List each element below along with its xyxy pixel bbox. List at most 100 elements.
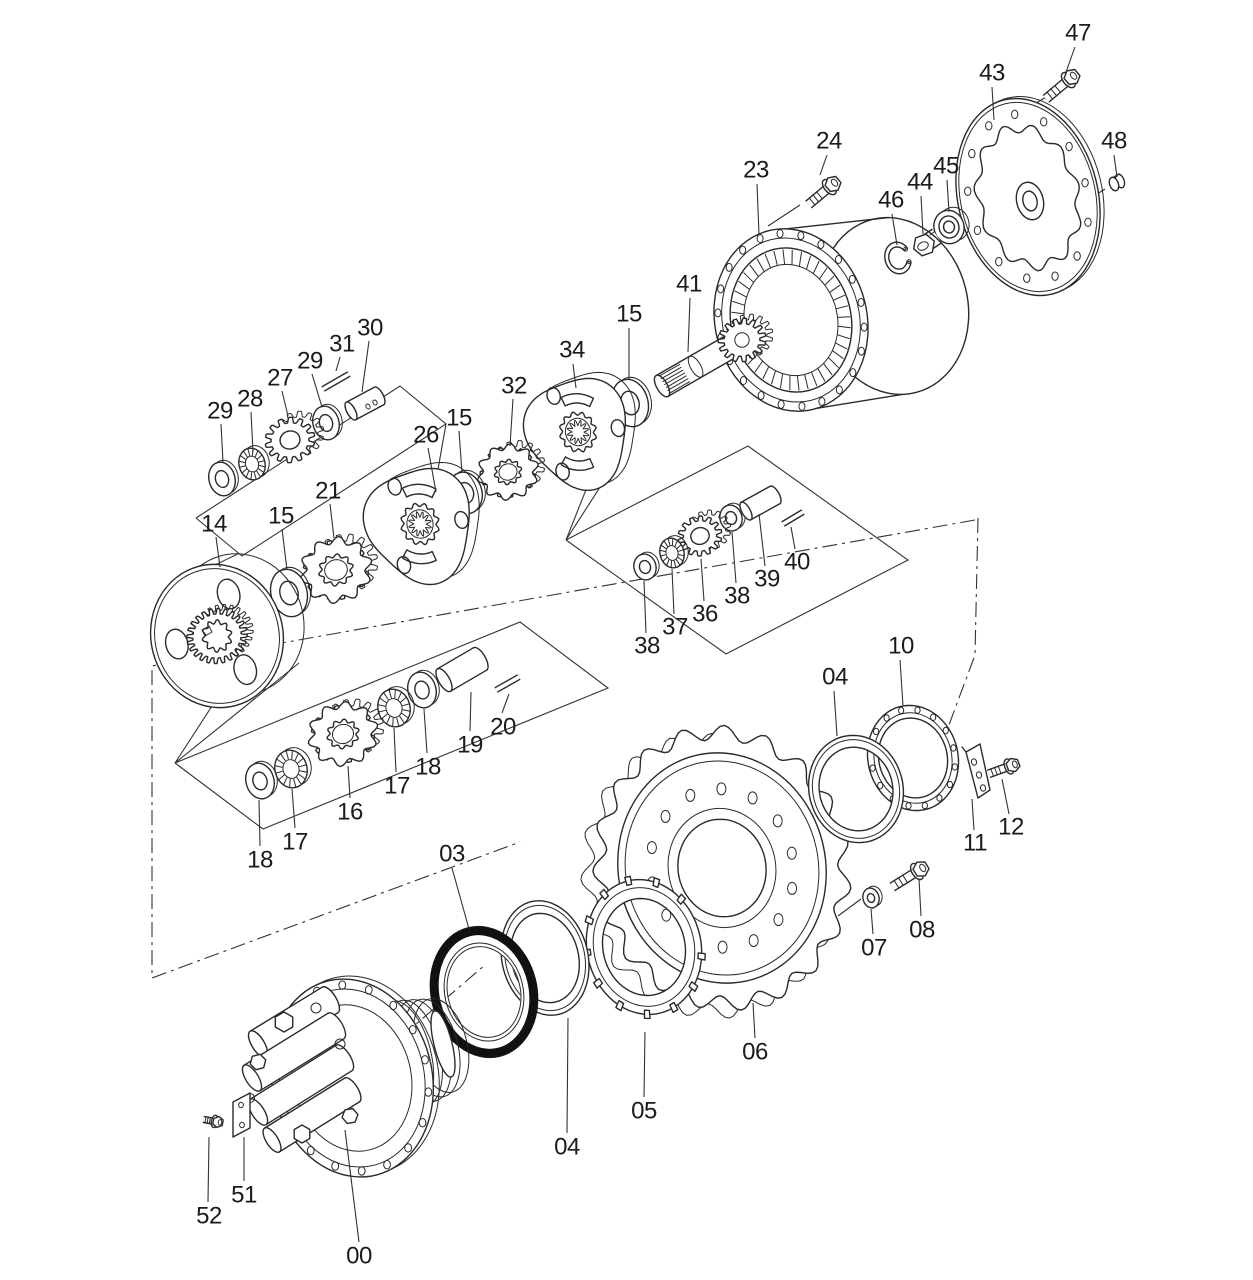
connector-08 xyxy=(837,898,862,917)
leader-line-34-10 xyxy=(572,363,577,389)
part-00-travel-motor-assembly xyxy=(241,975,470,1178)
part-38a-thrust-washer xyxy=(633,551,660,581)
axis-right xyxy=(942,517,979,742)
leader-line-20-39 xyxy=(501,693,510,714)
part-label-24: 24 xyxy=(816,128,842,155)
part-label-19: 19 xyxy=(457,732,483,759)
part-17a-needle-bearing xyxy=(274,747,312,789)
part-17b-needle-bearing xyxy=(377,686,415,728)
part-11-lock-plate xyxy=(961,743,991,799)
leader-line-45-6 xyxy=(946,179,950,213)
leader-line-07-41 xyxy=(870,908,874,935)
leader-line-03-40 xyxy=(451,867,470,930)
leader-line-44-5 xyxy=(920,195,924,235)
part-label-12: 12 xyxy=(998,814,1024,841)
leader-line-48-2 xyxy=(1113,154,1118,178)
leader-line-46-7 xyxy=(891,213,898,246)
leader-line-04-45 xyxy=(566,1017,569,1134)
axis-motor xyxy=(379,964,486,1056)
leader-line-15-21 xyxy=(281,528,288,571)
leader-line-24-3 xyxy=(819,154,828,176)
leader-line-30-11 xyxy=(361,340,370,393)
group-box-planet3 xyxy=(174,621,610,830)
part-label-26: 26 xyxy=(413,422,439,449)
connector-14b xyxy=(174,662,300,764)
part-46-snap-ring xyxy=(884,241,912,275)
leader-line-37-24 xyxy=(671,568,675,615)
leader-line-47-0 xyxy=(1065,46,1076,73)
part-39-planet-pin xyxy=(739,485,782,521)
part-label-18: 18 xyxy=(247,847,273,874)
part-label-28: 28 xyxy=(237,386,263,413)
part-label-05: 05 xyxy=(631,1098,657,1125)
leader-line-04-30 xyxy=(833,690,838,737)
part-label-08: 08 xyxy=(909,917,935,944)
leader-line-29-16 xyxy=(220,423,224,463)
part-label-39: 39 xyxy=(754,566,780,593)
part-label-45: 45 xyxy=(933,153,959,180)
part-15c-thrust-washer xyxy=(269,566,311,618)
leader-line-36-25 xyxy=(700,558,705,602)
leader-line-14-22 xyxy=(215,536,221,568)
leader-line-18-37 xyxy=(423,708,428,754)
part-label-29: 29 xyxy=(207,398,233,425)
part-label-15: 15 xyxy=(616,301,642,328)
part-20-lock-pin xyxy=(494,674,521,693)
part-label-32: 32 xyxy=(501,373,527,400)
part-label-30: 30 xyxy=(357,315,383,342)
leader-line-39-27 xyxy=(758,513,766,567)
leader-line-17-34 xyxy=(291,788,296,829)
part-label-34: 34 xyxy=(559,337,585,364)
part-label-37: 37 xyxy=(662,614,688,641)
part-34-planet-carrier-2 xyxy=(522,371,636,491)
part-label-51: 51 xyxy=(231,1182,257,1209)
part-40-lock-pin xyxy=(781,509,805,527)
leader-line-19-38 xyxy=(469,691,472,732)
leader-line-08-42 xyxy=(918,878,922,917)
part-label-44: 44 xyxy=(907,169,933,196)
leader-line-41-8 xyxy=(687,297,691,353)
part-48-plug xyxy=(1108,173,1126,192)
leader-line-40-28 xyxy=(790,526,796,550)
leader-line-43-1 xyxy=(991,86,995,121)
part-18a-thrust-washer xyxy=(244,760,278,800)
connector-24 xyxy=(767,204,801,227)
leader-line-26-19 xyxy=(427,447,437,493)
part-label-18: 18 xyxy=(415,754,441,781)
part-label-36: 36 xyxy=(692,601,718,628)
part-label-06: 06 xyxy=(742,1039,768,1066)
part-28-needle-bearing xyxy=(238,445,270,481)
part-label-04: 04 xyxy=(554,1134,580,1161)
part-label-03: 03 xyxy=(439,841,465,868)
part-31-lock-pin xyxy=(321,371,351,392)
part-51-name-plate xyxy=(232,1092,251,1138)
part-label-38: 38 xyxy=(724,583,750,610)
part-30-planet-pin xyxy=(344,386,386,421)
part-label-21: 21 xyxy=(315,478,341,505)
part-04a-seal-ring xyxy=(807,734,905,844)
part-36-planet-gear xyxy=(677,509,732,557)
part-14-carrier-ring-gear xyxy=(149,553,305,709)
part-label-20: 20 xyxy=(490,714,516,741)
part-label-43: 43 xyxy=(979,60,1005,87)
leader-line-12-32 xyxy=(1001,778,1010,815)
part-21-sun-gear-2 xyxy=(299,533,378,605)
leader-line-16-35 xyxy=(347,765,351,799)
leader-line-18-33 xyxy=(258,799,261,847)
part-43-rear-cover-plate xyxy=(955,96,1105,297)
part-label-41: 41 xyxy=(676,271,702,298)
part-label-16: 16 xyxy=(337,799,363,826)
part-27-planet-gear xyxy=(264,410,325,464)
leader-line-23-4 xyxy=(756,183,760,236)
part-26-planet-carrier-1 xyxy=(362,462,480,586)
leader-line-31-12 xyxy=(335,356,341,372)
part-29a-thrust-washer xyxy=(207,459,239,497)
leader-line-28-15 xyxy=(250,411,254,453)
assembly-box xyxy=(151,519,976,979)
part-08-sprocket-bolt xyxy=(889,861,930,892)
part-label-47: 47 xyxy=(1065,20,1091,47)
part-label-11: 11 xyxy=(963,830,987,857)
part-label-17: 17 xyxy=(384,773,410,800)
part-12-lock-bolt xyxy=(987,757,1021,779)
